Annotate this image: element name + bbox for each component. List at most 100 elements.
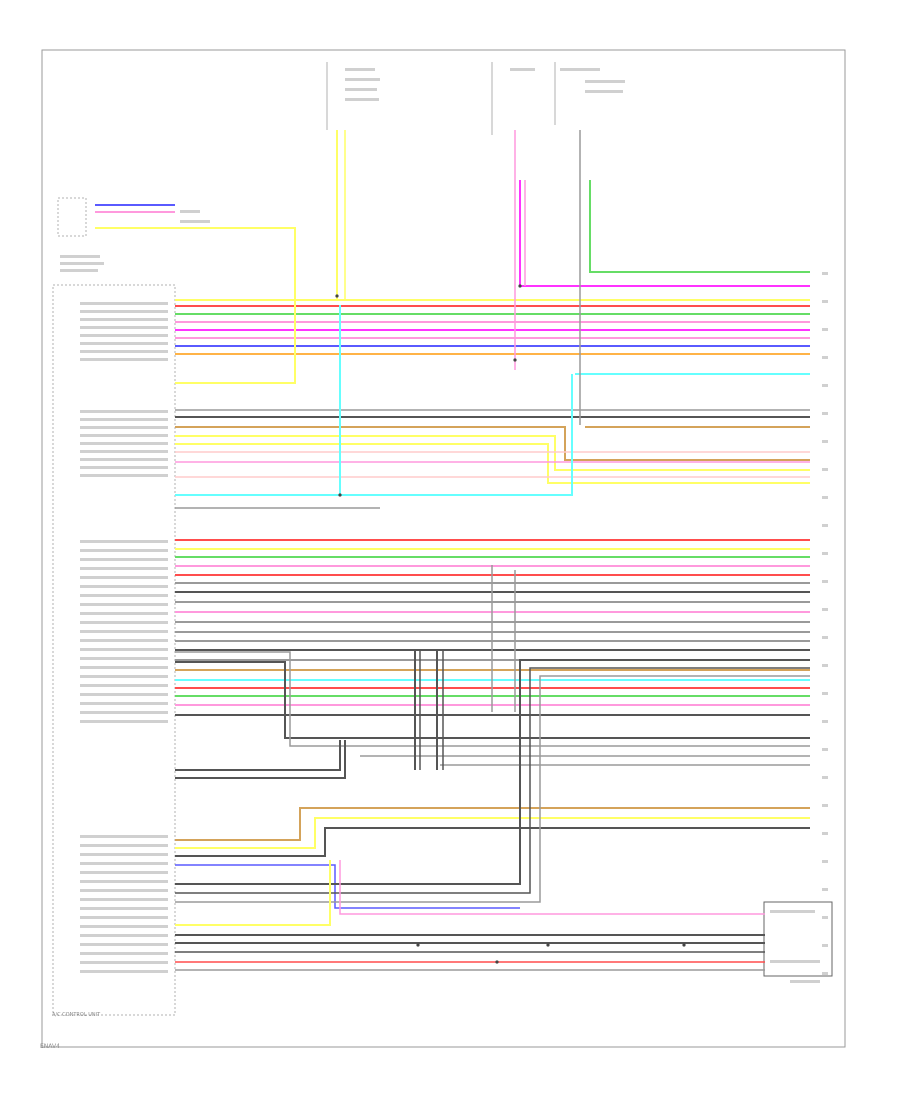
unreadable-label — [80, 648, 168, 651]
splice-dot — [513, 358, 517, 362]
unreadable-label — [80, 302, 168, 305]
unreadable-label — [585, 80, 625, 83]
unreadable-label — [80, 558, 168, 561]
unreadable-label — [585, 90, 623, 93]
unreadable-label — [345, 68, 375, 71]
unreadable-label — [80, 594, 168, 597]
unreadable-label — [60, 269, 98, 272]
unreadable-label — [80, 907, 168, 910]
feed-wire — [589, 180, 810, 273]
bus-wire — [175, 740, 341, 771]
unreadable-label — [80, 549, 168, 552]
unreadable-label — [770, 960, 820, 963]
unreadable-label — [80, 418, 168, 421]
bus-wire — [175, 426, 810, 461]
bus-wire — [175, 661, 810, 739]
unreadable-label — [80, 567, 168, 570]
unreadable-label — [822, 720, 828, 723]
unreadable-label — [80, 853, 168, 856]
unreadable-label — [80, 702, 168, 705]
unreadable-label — [60, 255, 100, 258]
unreadable-label — [80, 657, 168, 660]
unreadable-label — [80, 916, 168, 919]
unreadable-label — [822, 944, 828, 947]
unreadable-label — [822, 860, 828, 863]
unreadable-label — [80, 835, 168, 838]
unreadable-label — [80, 630, 168, 633]
unreadable-label — [80, 952, 168, 955]
unreadable-label — [822, 972, 828, 975]
unreadable-label — [560, 68, 600, 71]
unreadable-label — [80, 410, 168, 413]
unit-label: A/C CONTROL UNIT — [52, 1012, 101, 1018]
unreadable-label — [822, 468, 828, 471]
right-component-box — [763, 901, 833, 977]
bus-wire — [175, 659, 810, 885]
splice-dot — [546, 943, 550, 947]
top-left-connector — [57, 197, 87, 237]
unreadable-label — [822, 888, 828, 891]
unreadable-label — [80, 711, 168, 714]
unreadable-label — [822, 496, 828, 499]
unreadable-label — [80, 450, 168, 453]
unreadable-label — [80, 434, 168, 437]
unreadable-label — [80, 358, 168, 361]
bus-wire — [175, 827, 810, 857]
outer-frame — [41, 49, 846, 1048]
unreadable-label — [80, 342, 168, 345]
unreadable-label — [80, 474, 168, 477]
unreadable-label — [80, 880, 168, 883]
unreadable-label — [80, 943, 168, 946]
unreadable-label — [822, 776, 828, 779]
bus-wire — [175, 667, 810, 894]
unreadable-label — [180, 210, 200, 213]
unreadable-label — [80, 970, 168, 973]
splice-dot — [495, 960, 499, 964]
splice-dot — [682, 943, 686, 947]
unreadable-label — [80, 466, 168, 469]
bus-wire — [175, 817, 810, 849]
unreadable-label — [80, 426, 168, 429]
unreadable-label — [80, 350, 168, 353]
unreadable-label — [822, 524, 828, 527]
unreadable-label — [822, 580, 828, 583]
bus-wire — [339, 860, 765, 915]
unreadable-label — [80, 720, 168, 723]
bus-wire — [175, 864, 520, 909]
splice-dot — [338, 493, 342, 497]
unreadable-label — [80, 585, 168, 588]
bus-wire — [175, 807, 810, 841]
bus-wire — [175, 740, 346, 779]
unreadable-label — [822, 300, 828, 303]
unreadable-label — [822, 272, 828, 275]
bus-wire — [175, 651, 810, 747]
unreadable-label — [822, 748, 828, 751]
unreadable-label — [80, 925, 168, 928]
unreadable-label — [80, 889, 168, 892]
unreadable-label — [80, 871, 168, 874]
unreadable-label — [80, 693, 168, 696]
unreadable-label — [80, 898, 168, 901]
footer-code: ENAV4 — [40, 1043, 60, 1050]
unreadable-label — [80, 666, 168, 669]
unreadable-label — [790, 980, 820, 983]
unreadable-label — [822, 804, 828, 807]
unreadable-label — [80, 318, 168, 321]
unreadable-label — [80, 934, 168, 937]
unreadable-label — [770, 910, 815, 913]
feed-wire — [519, 180, 810, 287]
unreadable-label — [80, 442, 168, 445]
bus-wire — [175, 435, 810, 471]
unreadable-label — [80, 612, 168, 615]
unreadable-label — [80, 334, 168, 337]
splice-dot — [518, 284, 522, 288]
unreadable-label — [80, 675, 168, 678]
unreadable-label — [345, 98, 379, 101]
splice-dot — [335, 294, 339, 298]
unreadable-label — [80, 639, 168, 642]
unreadable-label — [80, 603, 168, 606]
cyan-wire — [340, 374, 573, 496]
unreadable-label — [80, 326, 168, 329]
